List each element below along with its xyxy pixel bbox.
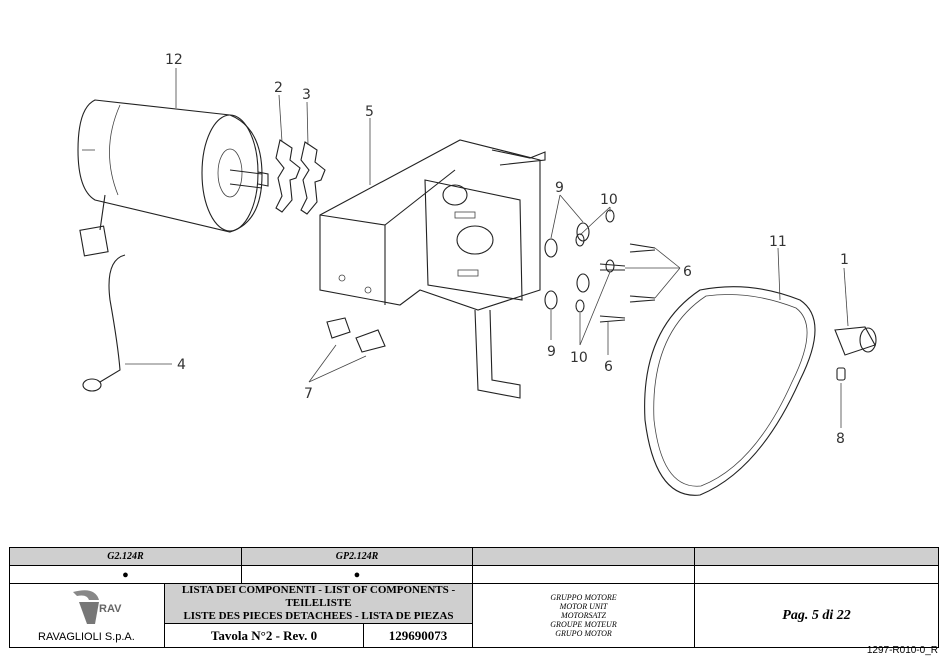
- callout-6-bottom: 6: [604, 359, 613, 375]
- callout-10-bottom: 10: [570, 350, 588, 366]
- leader-lines: [125, 68, 849, 428]
- document-reference: 1297-R010-0_R: [866, 645, 938, 656]
- callout-3: 3: [302, 87, 311, 103]
- assembly-group-name: GRUPPO MOTORE MOTOR UNIT MOTORSATZ GROUP…: [472, 583, 695, 648]
- model-column-4: [694, 547, 939, 566]
- hardware-parts-6-9-10: [544, 209, 656, 323]
- plate-part-3: [300, 141, 326, 215]
- belt-part-11: [644, 286, 816, 496]
- applicability-mark-1: ●: [9, 565, 242, 584]
- pulley-part-1: [834, 326, 877, 356]
- bracket-part-5: [319, 139, 546, 399]
- components-list-title: LISTA DEI COMPONENTI - LIST OF COMPONENT…: [164, 583, 473, 624]
- callout-9-bottom: 9: [547, 344, 556, 360]
- table-number-revision: Tavola N°2 - Rev. 0: [164, 623, 364, 648]
- applicability-row: ● ●: [9, 565, 939, 584]
- callout-12: 12: [165, 52, 183, 68]
- callout-6-right: 6: [683, 264, 692, 280]
- applicability-mark-2: ●: [241, 565, 473, 584]
- callout-9-top: 9: [555, 180, 564, 196]
- callout-10-top: 10: [600, 192, 618, 208]
- exploded-view-drawing: 12 2 3 5 4 7 9 9 10 10 6 6 11 1 8: [77, 52, 877, 496]
- model-header-row: G2.124R GP2.124R: [9, 547, 939, 566]
- callout-4: 4: [177, 357, 186, 373]
- applicability-mark-3: [472, 565, 695, 584]
- callout-2: 2: [274, 80, 283, 96]
- ravaglioli-logo-icon: RAV: [73, 590, 122, 624]
- drawing-code: 129690073: [363, 623, 473, 648]
- grub-screw-part-8: [836, 367, 846, 381]
- model-column-2: GP2.124R: [241, 547, 473, 566]
- callout-1: 1: [840, 252, 849, 268]
- model-column-1: G2.124R: [9, 547, 242, 566]
- company-logo-cell: RAV RAVAGLIOLI S.p.A.: [9, 583, 165, 648]
- motor-part-12: [77, 99, 269, 257]
- callout-7: 7: [304, 386, 313, 402]
- page-number: Pag. 5 di 22: [694, 583, 939, 648]
- callout-8: 8: [836, 431, 845, 447]
- callout-11: 11: [769, 234, 787, 250]
- svg-text:RAV: RAV: [99, 603, 122, 615]
- model-column-3: [472, 547, 695, 566]
- screws-part-7: [326, 317, 386, 353]
- plate-part-2: [275, 139, 301, 213]
- company-name: RAVAGLIOLI S.p.A.: [38, 631, 135, 643]
- title-block: G2.124R GP2.124R ● ● RAV RAVAGLIOLI S.p.…: [9, 547, 939, 648]
- cable-part-4: [82, 254, 126, 392]
- callout-5: 5: [365, 104, 374, 120]
- applicability-mark-4: [694, 565, 939, 584]
